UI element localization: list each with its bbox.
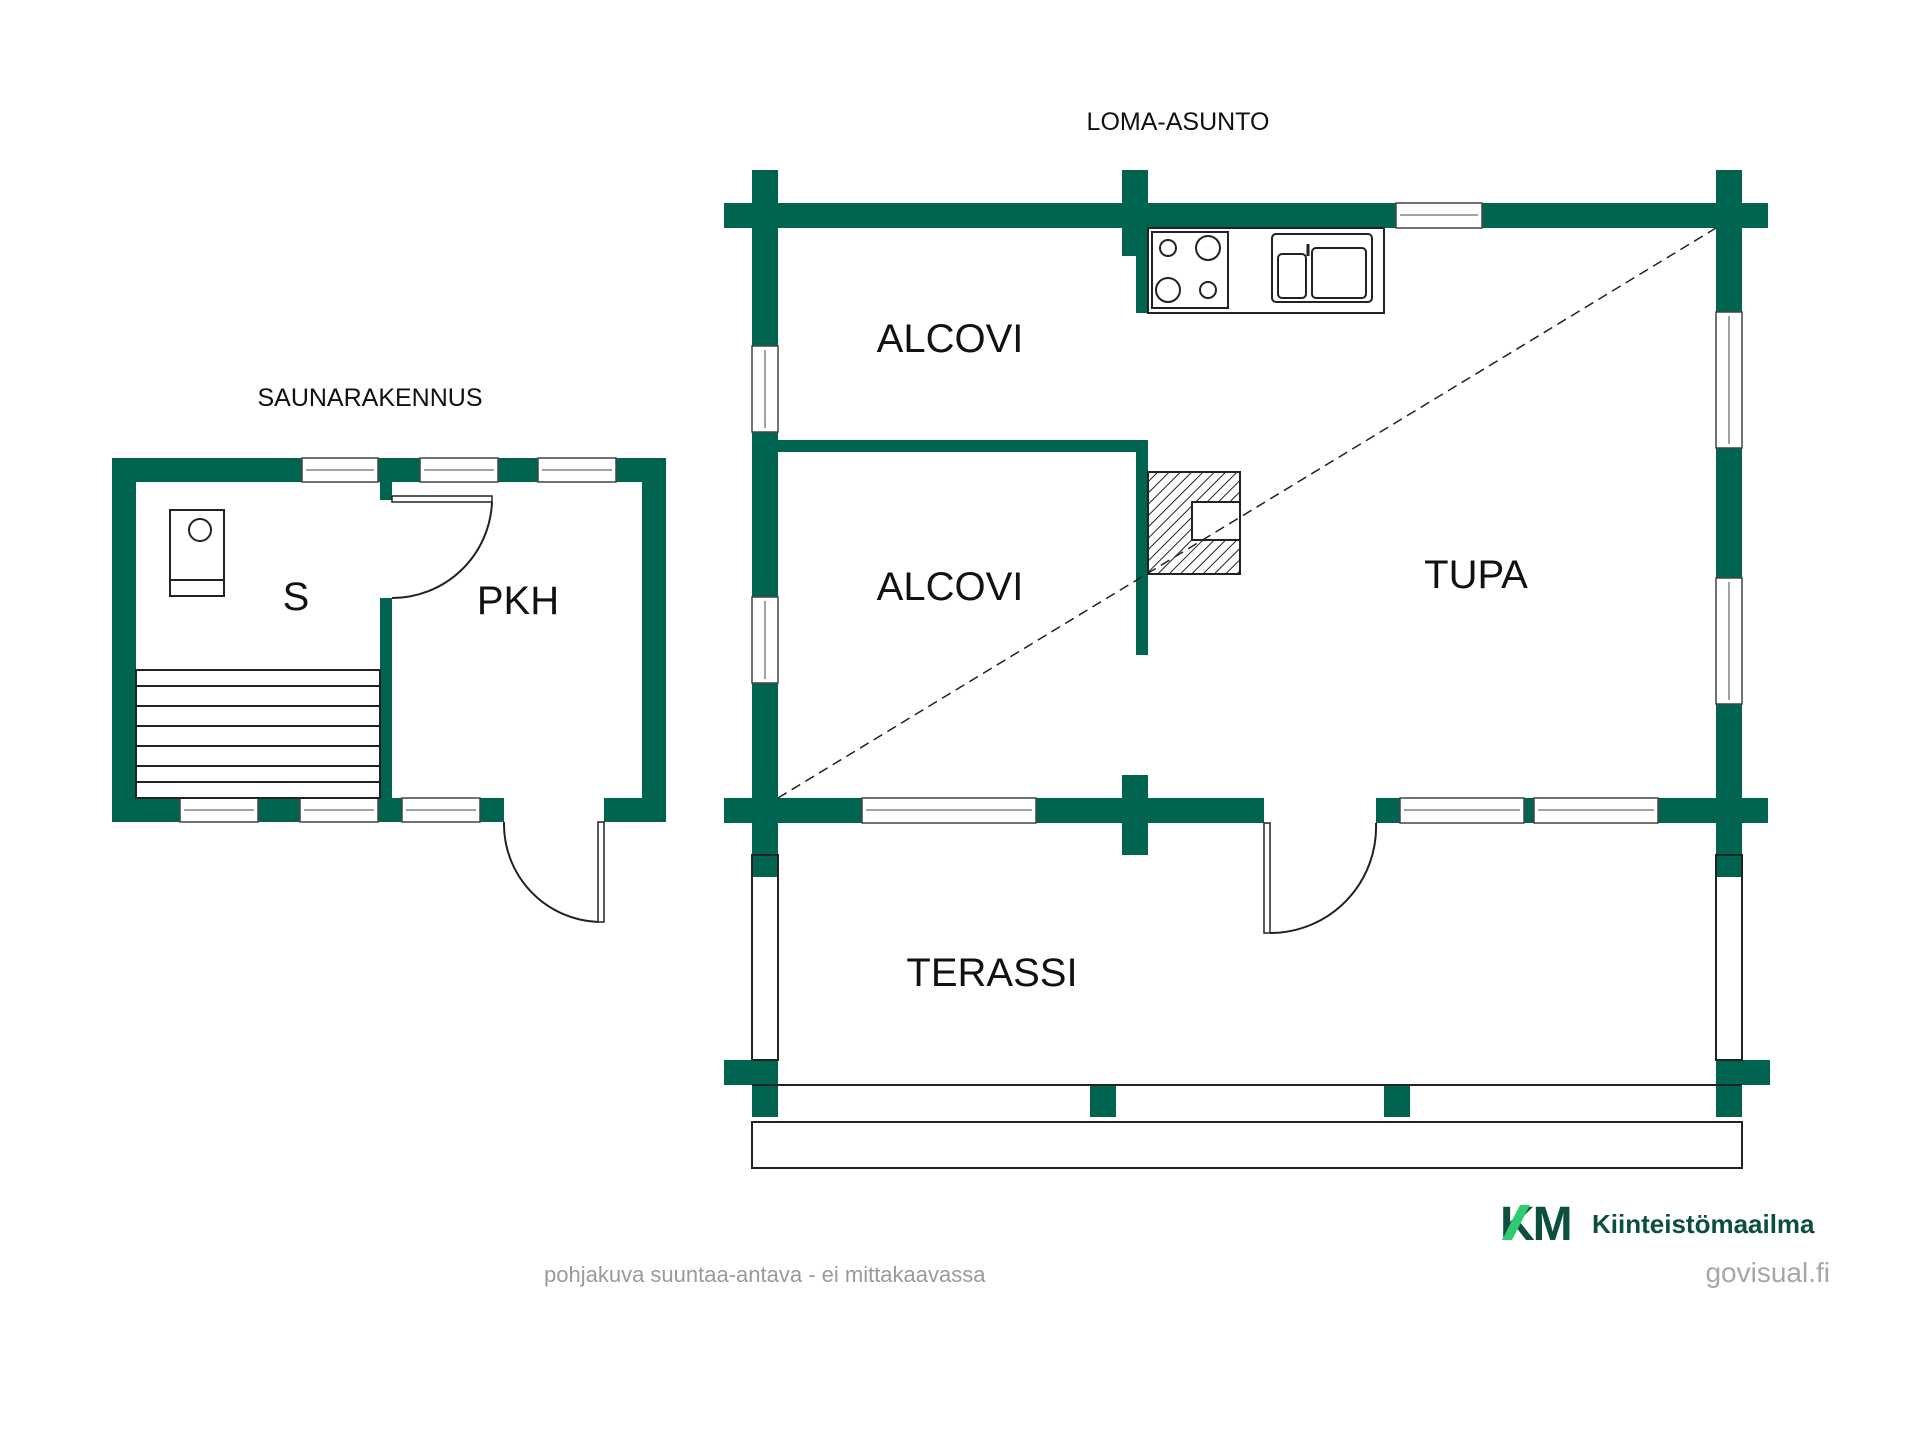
alcove-partition-vertical	[1136, 440, 1148, 655]
main-door-gap	[1264, 798, 1376, 823]
room-label-tupa: TUPA	[1424, 553, 1528, 597]
sauna-windows	[179, 457, 617, 823]
brand-name: Kiinteistömaailma	[1592, 1209, 1815, 1239]
disclaimer-text: pohjakuva suuntaa-antava - ei mittakaava…	[544, 1262, 986, 1287]
kitchen-counter	[1147, 227, 1385, 314]
terrace-side-right	[1715, 854, 1743, 1061]
sauna-benches	[135, 669, 381, 799]
sauna-stove	[169, 509, 225, 597]
terrace-post-right	[1716, 855, 1742, 877]
room-label-sauna: S	[283, 575, 310, 619]
sauna-building-title: SAUNARAKENNUS	[257, 384, 482, 412]
kitchen-wall-stub	[1136, 228, 1148, 313]
main-top-wall	[724, 203, 1768, 228]
main-left-wall	[752, 170, 778, 855]
sink	[1271, 233, 1373, 303]
sauna-left-wall	[112, 458, 136, 822]
terrace-side-left	[751, 854, 779, 1061]
sauna-outer-door	[502, 821, 605, 923]
sauna-building	[112, 458, 666, 822]
sauna-inner-door	[391, 495, 493, 600]
brand-logo: KM	[1500, 1198, 1573, 1251]
main-windows	[751, 202, 1743, 824]
room-label-alcovi-bottom: ALCOVI	[877, 565, 1024, 609]
terrace-beam-left	[724, 1060, 778, 1085]
main-building-title: LOMA-ASUNTO	[1087, 108, 1270, 136]
main-bottom-post	[1122, 775, 1148, 855]
sauna-partition-top	[380, 482, 392, 500]
railing-post-2	[1090, 1085, 1116, 1117]
sauna-door-gap	[504, 798, 604, 822]
room-label-alcovi-top: ALCOVI	[877, 317, 1024, 361]
sauna-right-wall	[642, 458, 666, 822]
alcove-partition-horizontal	[778, 440, 1148, 452]
main-door	[1263, 822, 1378, 934]
terrace-step	[751, 1121, 1743, 1169]
terrace	[751, 854, 1743, 1169]
site-url: govisual.fi	[1705, 1257, 1830, 1288]
stove	[1151, 231, 1229, 309]
diagonal-dashed-line	[777, 227, 1717, 799]
fireplace	[1147, 471, 1241, 575]
terrace-post-left	[752, 855, 778, 877]
brand-mark-accent	[1502, 1205, 1530, 1240]
railing-post-4	[1716, 1085, 1742, 1117]
room-label-terassi: TERASSI	[906, 951, 1077, 995]
railing-post-3	[1384, 1085, 1410, 1117]
main-right-wall	[1716, 170, 1742, 855]
railing-post-1	[752, 1085, 778, 1117]
sauna-partition-bottom	[380, 598, 392, 798]
terrace-beam-right	[1716, 1060, 1770, 1085]
room-label-pkh: PKH	[477, 579, 559, 623]
